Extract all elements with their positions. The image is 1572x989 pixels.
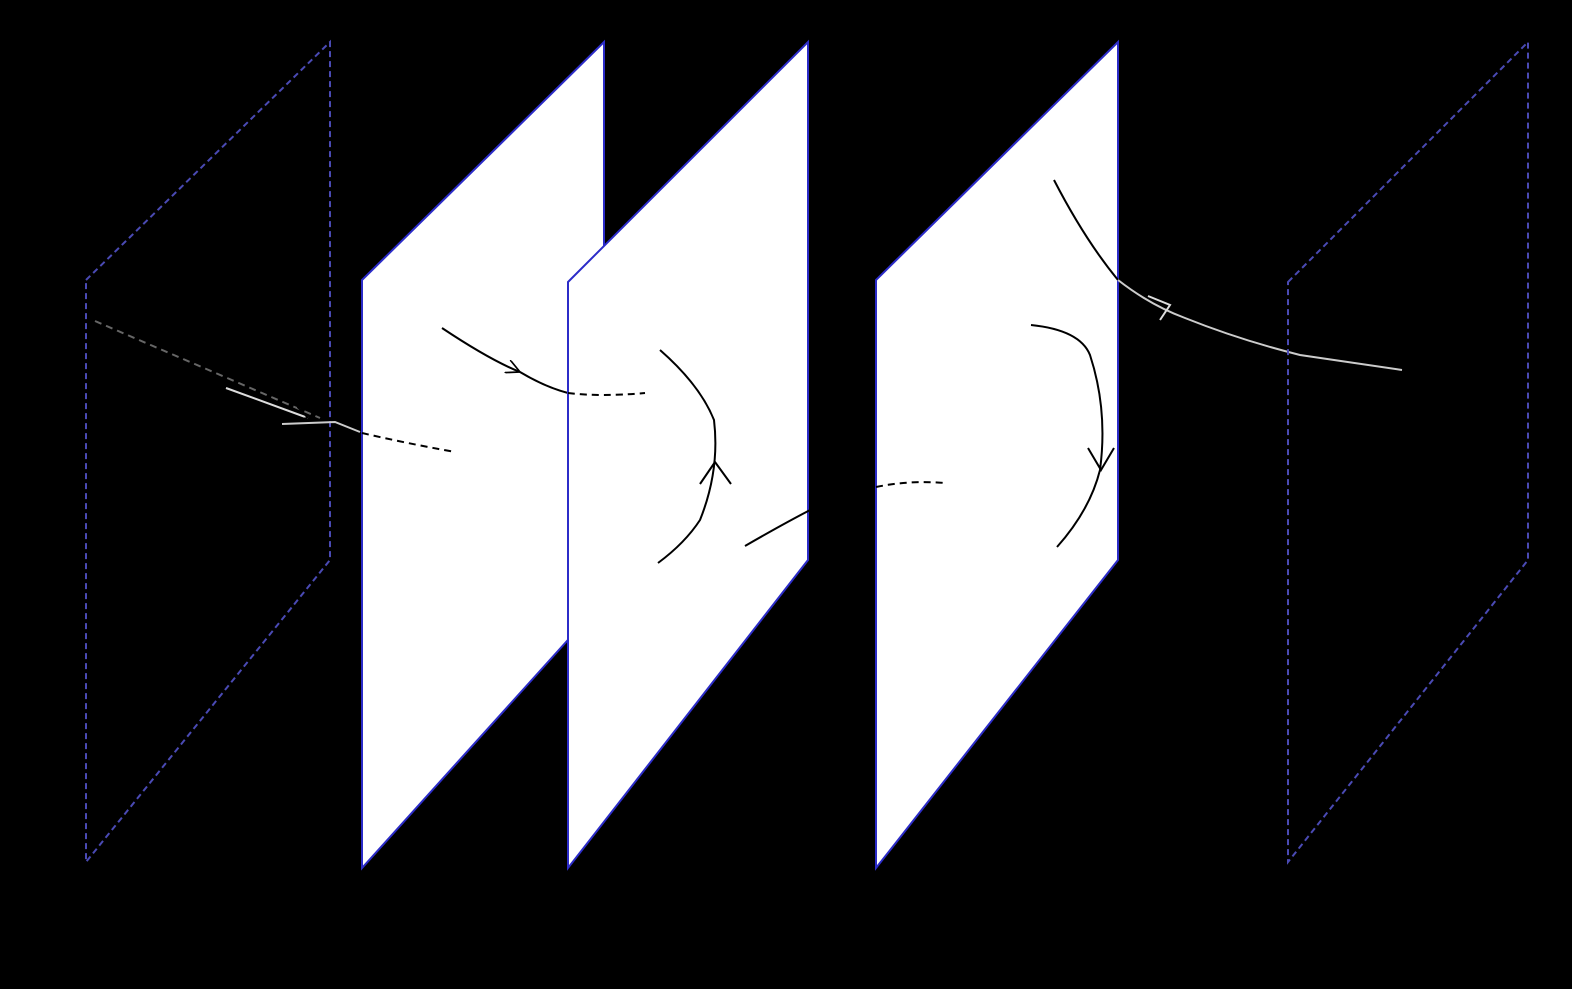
string-hidden-brane2 [567,392,646,396]
string-hidden-brane3 [875,481,946,488]
string-segment-exit [1117,279,1403,371]
brane-theta2 [567,39,809,871]
string-exit-brane3 [1053,179,1119,281]
label-two-pi: 2πR′ [1228,888,1325,945]
string-arrow-brane2 [657,349,717,564]
string-between-branes [744,486,877,547]
string-arrow-brane3 [1030,324,1104,548]
boundary-plane-zero [85,39,331,865]
label-theta1: θ1R′ [312,882,398,950]
brane-theta3 [875,39,1119,871]
string-hidden-brane1 [361,432,456,453]
label-theta2: θ2R′ [514,882,600,950]
boundary-plane-two-pi [1287,39,1529,865]
label-zero: 0 [70,886,98,937]
label-theta3: θ3R′ [830,882,916,950]
string-segment-entry [94,320,361,433]
